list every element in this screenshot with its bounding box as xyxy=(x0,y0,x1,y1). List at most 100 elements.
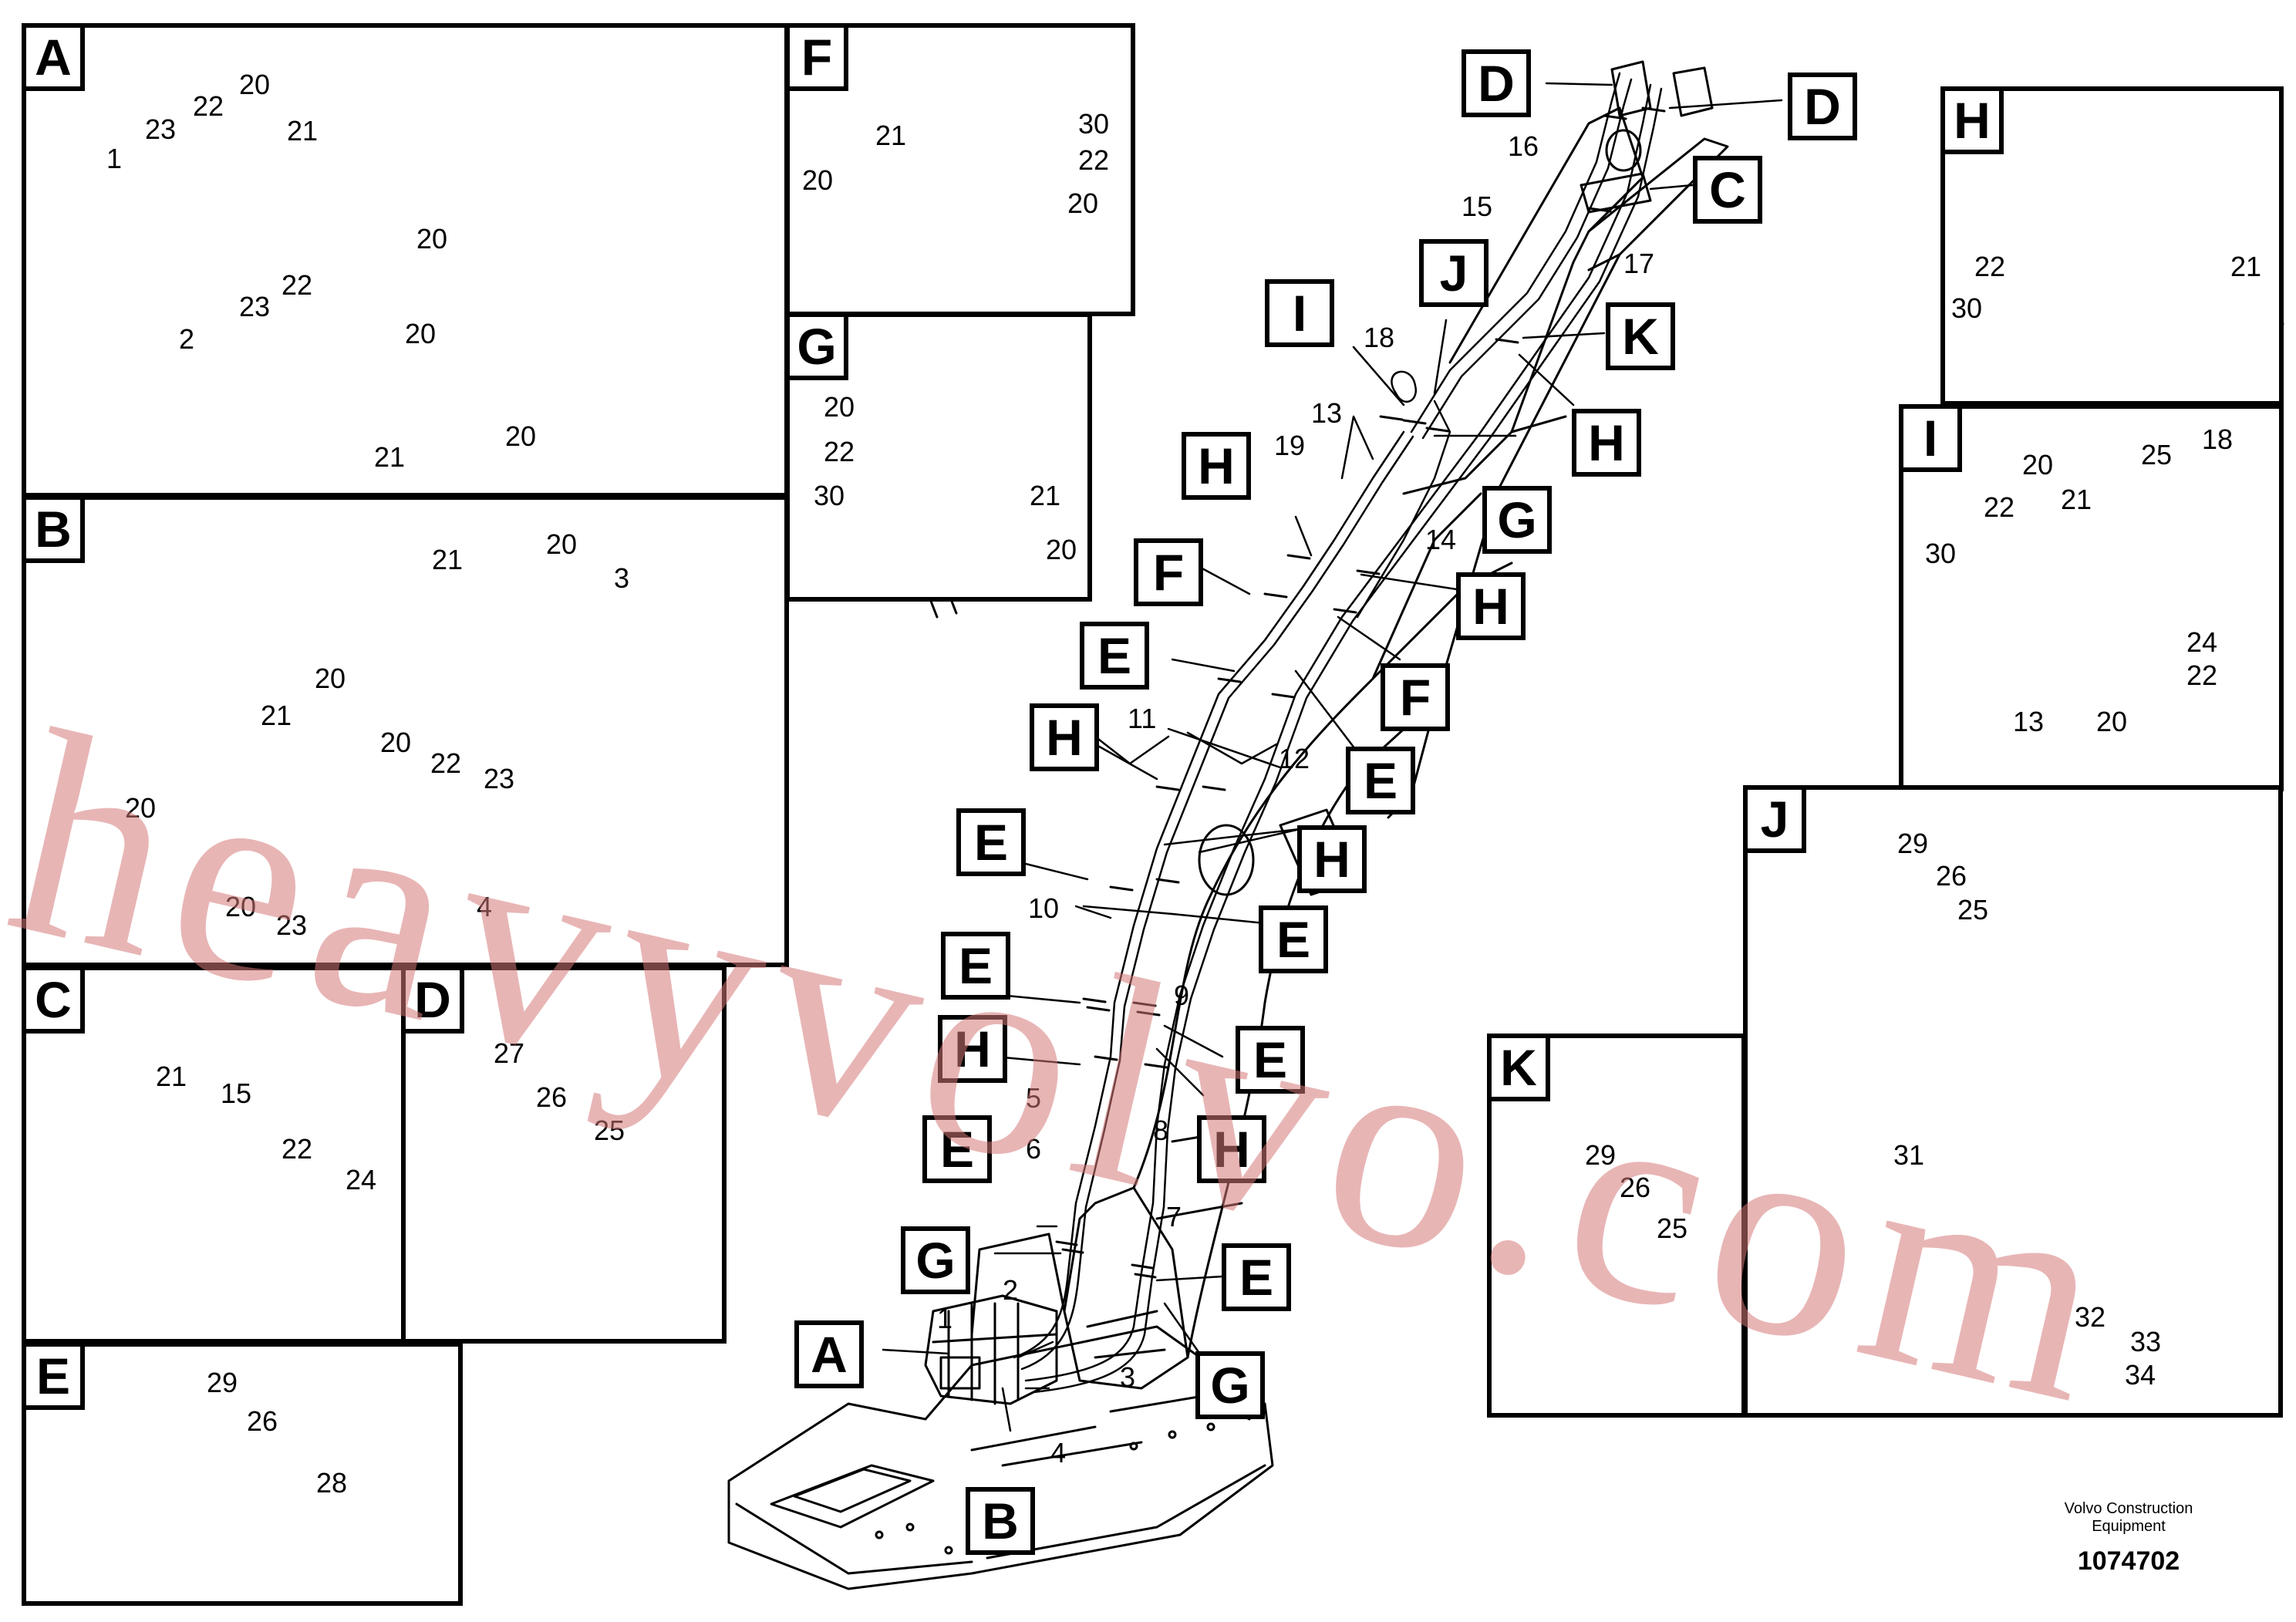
part-number: 4 xyxy=(477,891,493,922)
part-number: 25 xyxy=(594,1114,625,1146)
part-number: 29 xyxy=(1585,1139,1617,1171)
part-number: 21 xyxy=(432,544,464,575)
part-number: 22 xyxy=(824,436,855,467)
part-number: 23 xyxy=(484,763,515,794)
panel-b-label: B xyxy=(22,495,85,563)
part-number: 22 xyxy=(1974,251,2006,282)
callout-c: C xyxy=(1693,156,1762,224)
part-number: 20 xyxy=(2096,706,2128,737)
part-number: 20 xyxy=(380,727,412,758)
callout-h-upper-left: H xyxy=(1182,432,1251,500)
part-number: 9 xyxy=(1174,980,1190,1011)
callout-k: K xyxy=(1606,302,1675,370)
panel-h-label: H xyxy=(1940,86,2004,154)
part-number: 22 xyxy=(282,1133,313,1165)
panel-i-label: I xyxy=(1899,404,1962,472)
part-number: 20 xyxy=(2022,449,2054,481)
part-number: 30 xyxy=(814,480,845,511)
callout-g-lower-left: G xyxy=(901,1226,970,1294)
part-number: 15 xyxy=(1462,191,1493,222)
part-number: 22 xyxy=(430,747,462,779)
part-number: 22 xyxy=(282,269,313,301)
part-number: 34 xyxy=(2125,1359,2156,1391)
part-number: 14 xyxy=(1425,524,1457,555)
part-number: 27 xyxy=(494,1037,525,1069)
part-number: 29 xyxy=(1897,828,1929,859)
part-number: 25 xyxy=(1657,1212,1688,1244)
callout-e-mid-right: E xyxy=(1346,747,1415,814)
part-number: 23 xyxy=(145,113,177,145)
hydraulic-lines-drawing xyxy=(1013,72,1666,1394)
part-number: 26 xyxy=(536,1081,568,1113)
panel-e-frame xyxy=(22,1342,463,1606)
part-number: 22 xyxy=(1984,491,2015,523)
part-number: 30 xyxy=(1078,108,1110,140)
part-number: 20 xyxy=(125,792,157,824)
part-number: 18 xyxy=(2202,423,2234,455)
panel-a-frame xyxy=(22,23,789,497)
part-number: 8 xyxy=(1153,1114,1169,1146)
part-number: 24 xyxy=(2186,626,2218,658)
brand-line-2: Equipment xyxy=(2092,1518,2166,1535)
part-number: 16 xyxy=(1508,130,1539,162)
callout-f-left: F xyxy=(1134,538,1203,606)
callout-e-center-right: E xyxy=(1259,905,1328,973)
part-number: 17 xyxy=(1623,248,1655,279)
callout-h-lower-right: H xyxy=(1197,1115,1266,1183)
panel-i-frame xyxy=(1899,404,2284,791)
part-number: 3 xyxy=(1120,1361,1136,1393)
part-number: 13 xyxy=(1311,397,1343,429)
part-number: 26 xyxy=(247,1405,278,1437)
part-number: 24 xyxy=(346,1164,377,1195)
brand-caption: Volvo Construction Equipment 1074702 xyxy=(2036,1500,2221,1576)
part-number: 25 xyxy=(1957,894,1989,926)
part-number: 21 xyxy=(875,120,907,151)
part-number: 22 xyxy=(193,90,224,122)
part-number: 28 xyxy=(316,1467,348,1499)
part-number: 11 xyxy=(1128,703,1157,734)
panel-b-frame xyxy=(22,495,789,967)
part-number: 33 xyxy=(2130,1326,2162,1357)
callout-e-center-left: E xyxy=(941,932,1010,1000)
part-number: 21 xyxy=(1030,480,1061,511)
part-number: 21 xyxy=(287,115,319,147)
part-number: 20 xyxy=(546,528,578,560)
callout-e-bottom-right: E xyxy=(1222,1243,1291,1311)
panel-g-label: G xyxy=(785,312,848,380)
part-number: 2 xyxy=(179,323,195,355)
brand-line-1: Volvo Construction xyxy=(2064,1500,2193,1517)
part-number: 25 xyxy=(2141,439,2173,470)
part-number: 20 xyxy=(225,891,257,922)
callout-g-upper: G xyxy=(1482,486,1552,554)
part-number: 13 xyxy=(2013,706,2045,737)
panel-e-label: E xyxy=(22,1342,85,1410)
callout-h-center-right: H xyxy=(1297,825,1367,893)
panel-j-label: J xyxy=(1743,785,1806,853)
part-number: 26 xyxy=(1620,1172,1651,1203)
machine-frame-drawing xyxy=(727,1186,1274,1590)
part-number: 15 xyxy=(221,1077,252,1109)
part-number: 22 xyxy=(2186,659,2218,691)
part-number: 20 xyxy=(505,420,537,452)
panel-d-label: D xyxy=(401,966,464,1034)
callout-i: I xyxy=(1265,279,1334,347)
panel-j-frame xyxy=(1743,785,2283,1418)
part-number: 31 xyxy=(1893,1139,1925,1171)
part-number: 23 xyxy=(239,291,271,322)
callout-b: B xyxy=(966,1487,1035,1555)
panel-f-label: F xyxy=(785,23,848,91)
part-number: 20 xyxy=(405,318,437,349)
part-number: 1 xyxy=(106,143,123,174)
part-number: 18 xyxy=(1364,322,1395,353)
callout-h-mid-right: H xyxy=(1456,572,1526,640)
callout-e-upper: E xyxy=(1080,622,1149,690)
part-number: 7 xyxy=(1166,1201,1182,1233)
part-number: 2 xyxy=(1003,1274,1019,1306)
part-number: 26 xyxy=(1936,860,1967,892)
part-number: 1 xyxy=(937,1303,953,1334)
callout-g-bottom: G xyxy=(1195,1351,1265,1419)
part-number: 20 xyxy=(824,391,855,423)
callout-h-center-left: H xyxy=(938,1015,1007,1083)
part-number: 23 xyxy=(276,909,308,941)
